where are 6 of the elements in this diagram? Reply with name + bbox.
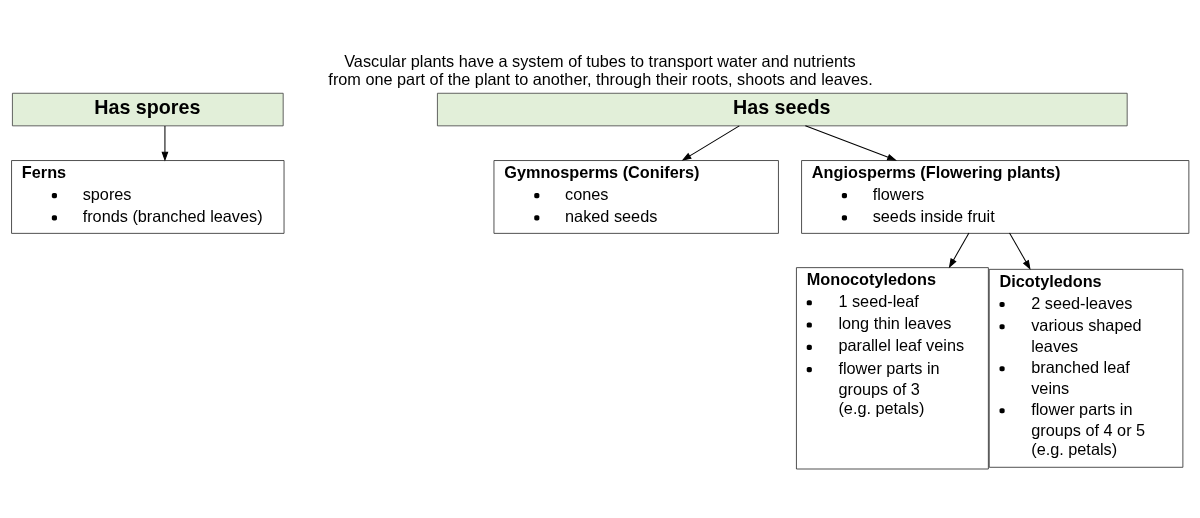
diagram-title: Vascular plants have a system of tubes to transport water and nutrients from one part of the plant to another, through their roots, shoots and leaves. <box>328 51 873 88</box>
arrow <box>161 125 169 162</box>
arrow <box>948 231 970 268</box>
arrow <box>681 124 740 161</box>
arrow <box>804 124 897 161</box>
arrow <box>1009 231 1031 270</box>
